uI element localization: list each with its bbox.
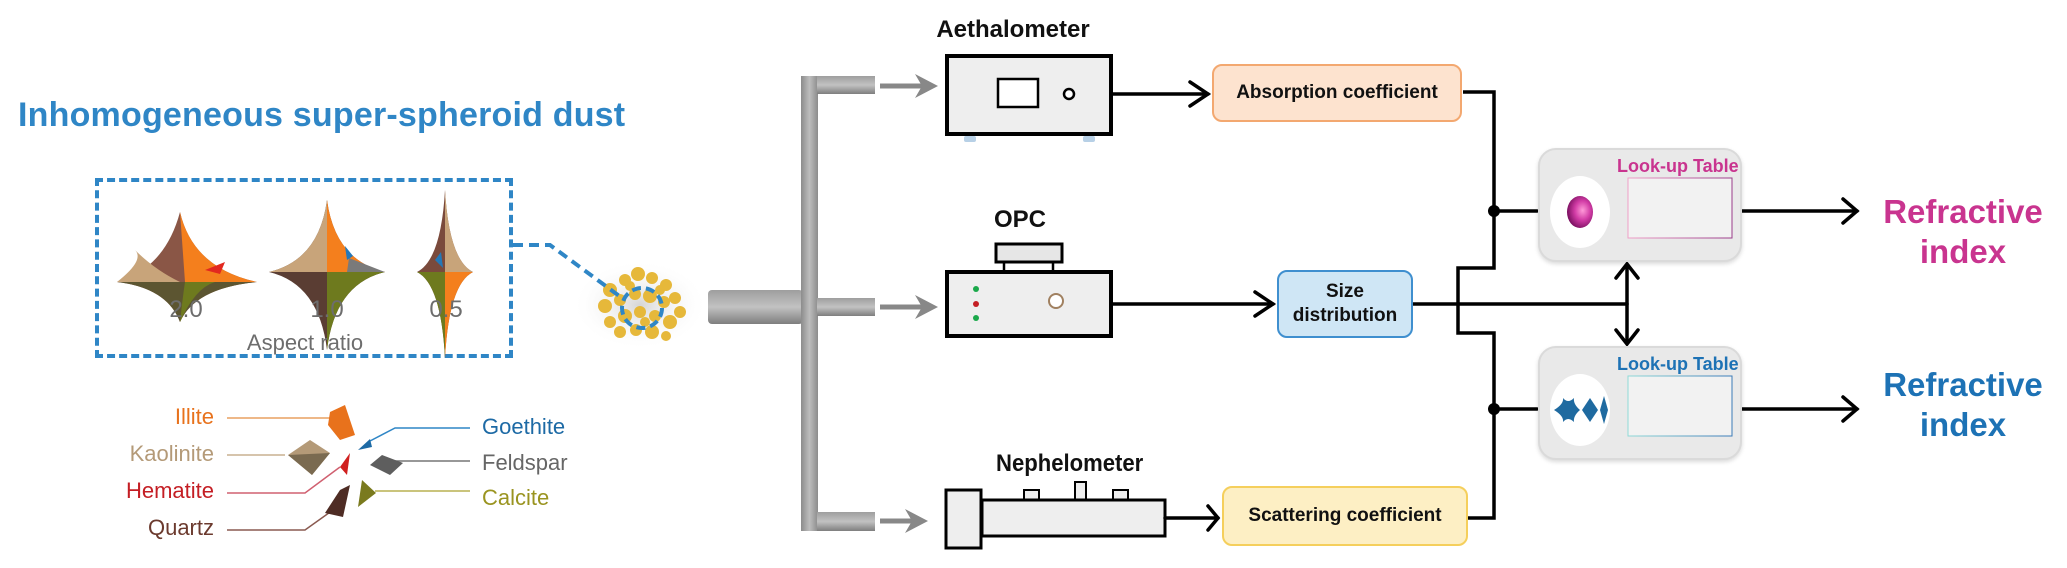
- lookup-table-sphere-title: Look-up Table: [1617, 156, 1739, 176]
- dust-particles: [598, 267, 686, 341]
- spheroid-icons: [1554, 396, 1608, 424]
- inlet-pipe: [708, 290, 803, 324]
- sphere-icon: [1567, 196, 1593, 228]
- aspect-ratio-caption: Aspect ratio: [246, 330, 364, 355]
- junction-dot-bottom: [1488, 403, 1500, 415]
- dashed-highlight-circle: [620, 286, 664, 330]
- branch-pipe-opc: [817, 298, 875, 316]
- lookup-table-spheroid-title: Look-up Table: [1617, 354, 1739, 374]
- opc-label: OPC: [993, 206, 1046, 233]
- illite-piece: [328, 405, 355, 440]
- spheroid-shape-ar-2: [117, 212, 257, 322]
- junction-dot-top: [1488, 205, 1500, 217]
- manifold-vertical-pipe: [801, 76, 818, 531]
- feldspar-piece: [370, 455, 403, 475]
- aethalometer-label: Aethalometer: [936, 16, 1090, 43]
- dashed-connector: [513, 243, 624, 300]
- size-distribution-box: Size distribution: [1277, 270, 1413, 338]
- goethite-piece: [358, 439, 372, 450]
- mineral-legend-graphic: [227, 405, 470, 531]
- mineral-label-quartz: Quartz: [147, 515, 214, 540]
- quartz-piece: [325, 485, 350, 517]
- spheroid-shape-ar-0.5: [417, 190, 473, 358]
- refractive-index-sphere-line1: Refractive: [1883, 193, 2043, 230]
- refractive-index-spheroid: Refractive index: [1868, 365, 2058, 445]
- nephelometer-device: [944, 481, 1167, 550]
- calcite-piece: [358, 480, 376, 507]
- mineral-label-goethite: Goethite: [482, 414, 566, 439]
- mineral-label-illite: Illite: [174, 404, 214, 429]
- lookup-table-spheroid-graphic: [1550, 374, 1733, 446]
- refractive-index-sphere-line2: index: [1919, 233, 2007, 270]
- lookup-table-sphere-graphic: [1550, 176, 1733, 248]
- inlet-manifold: [708, 74, 938, 533]
- absorption-coefficient-box: Absorption coefficient: [1212, 64, 1462, 122]
- diagram-title: Inhomogeneous super-spheroid dust: [18, 96, 626, 134]
- refractive-index-spheroid-line2: index: [1919, 406, 2007, 443]
- aspect-ratio-panel: [95, 178, 513, 358]
- branch-pipe-aethalometer: [817, 76, 875, 94]
- opc-device: [945, 242, 1113, 338]
- mineral-label-kaolinite: Kaolinite: [129, 441, 214, 466]
- aspect-ratio-label-1: 1.0: [310, 296, 344, 323]
- aspect-ratio-label-2: 2.0: [169, 296, 203, 323]
- mineral-label-feldspar: Feldspar: [482, 450, 568, 475]
- refractive-index-sphere: Refractive index: [1868, 192, 2058, 272]
- scattering-coefficient-box: Scattering coefficient: [1222, 486, 1468, 546]
- size-distribution-line1: Size: [1325, 281, 1364, 303]
- refractive-index-spheroid-line1: Refractive: [1883, 366, 2043, 403]
- spheroid-shape-ar-1: [269, 200, 385, 350]
- aspect-ratio-label-0-5: 0.5: [429, 296, 463, 323]
- aethalometer-device: [945, 54, 1113, 142]
- dust-cluster-graphic: [513, 243, 708, 350]
- lookup-grid-blue: [1627, 375, 1733, 437]
- super-spheroid-shapes: [117, 190, 473, 358]
- mineral-label-hematite: Hematite: [125, 478, 214, 503]
- branch-pipe-nephelometer: [817, 512, 875, 531]
- mineral-label-calcite: Calcite: [482, 485, 550, 510]
- size-distribution-line2: distribution: [1292, 305, 1398, 326]
- nephelometer-label: Nephelometer: [996, 450, 1144, 477]
- hematite-piece: [340, 453, 350, 475]
- lookup-grid-pink: [1627, 177, 1733, 239]
